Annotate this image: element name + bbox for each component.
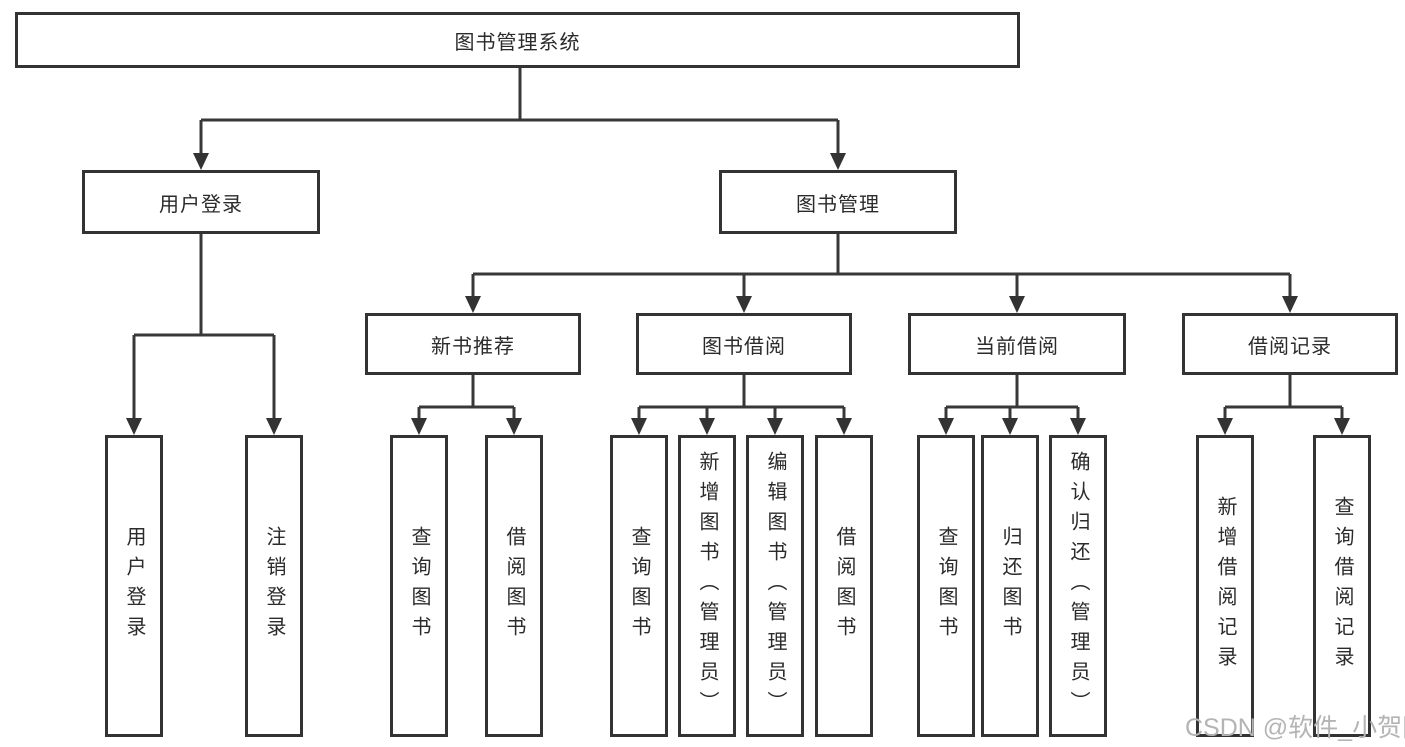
leaf-query-books-current: 查询图书 [917, 435, 975, 737]
node-library-management-system: 图书管理系统 [15, 12, 1020, 68]
arrow-down-icon [1070, 418, 1086, 435]
leaf-label: 借阅图书 [833, 526, 855, 646]
node-label: 新书推荐 [431, 335, 515, 358]
leaf-label: 查询图书 [408, 526, 430, 646]
leaf-label: 新增图书（管理员） [696, 451, 718, 721]
arrow-down-icon [938, 418, 954, 435]
leaf-label: 确认归还（管理员） [1067, 451, 1089, 721]
leaf-label: 用户登录 [123, 526, 145, 646]
arrow-down-icon [411, 418, 427, 435]
leaf-edit-book-admin: 编辑图书（管理员） [746, 435, 804, 737]
node-current-borrow: 当前借阅 [908, 313, 1126, 375]
arrowhead-icons [126, 153, 1350, 435]
leaf-query-borrow-record: 查询借阅记录 [1313, 435, 1371, 737]
leaf-borrow-books-recommend: 借阅图书 [485, 435, 543, 737]
node-book-management: 图书管理 [719, 170, 957, 234]
node-borrow-records: 借阅记录 [1182, 313, 1398, 375]
arrow-down-icon [830, 153, 846, 170]
arrow-down-icon [1282, 296, 1298, 313]
arrow-down-icon [736, 296, 752, 313]
node-label: 图书借阅 [702, 335, 786, 358]
node-book-borrow: 图书借阅 [636, 313, 852, 375]
arrow-down-icon [1009, 296, 1025, 313]
leaf-label: 编辑图书（管理员） [764, 451, 786, 721]
leaf-label: 借阅图书 [503, 526, 525, 646]
arrow-down-icon [465, 296, 481, 313]
node-label: 图书管理系统 [454, 31, 581, 54]
leaf-confirm-return-admin: 确认归还（管理员） [1049, 435, 1107, 737]
leaf-return-book: 归还图书 [981, 435, 1039, 737]
leaf-logout: 注销登录 [245, 435, 303, 737]
arrow-down-icon [1217, 418, 1233, 435]
leaf-query-books-recommend: 查询图书 [390, 435, 448, 737]
arrow-down-icon [631, 418, 647, 435]
arrow-down-icon [193, 153, 209, 170]
node-new-book-recommend: 新书推荐 [365, 313, 581, 375]
node-label: 图书管理 [796, 193, 880, 216]
leaf-label: 归还图书 [999, 526, 1021, 646]
leaf-add-borrow-record: 新增借阅记录 [1196, 435, 1254, 737]
leaf-label: 查询借阅记录 [1331, 496, 1353, 676]
leaf-add-book-admin: 新增图书（管理员） [678, 435, 736, 737]
arrow-down-icon [266, 418, 282, 435]
leaf-query-books-borrow: 查询图书 [610, 435, 668, 737]
leaf-label: 注销登录 [263, 526, 285, 646]
arrow-down-icon [699, 418, 715, 435]
csdn-watermark: CSDN @软件_小贺同学 [1185, 714, 1405, 742]
leaf-label: 新增借阅记录 [1214, 496, 1236, 676]
leaf-label: 查询图书 [628, 526, 650, 646]
arrow-down-icon [126, 418, 142, 435]
leaf-label: 查询图书 [935, 526, 957, 646]
arrow-down-icon [767, 418, 783, 435]
node-label: 借阅记录 [1248, 335, 1332, 358]
node-label: 当前借阅 [975, 335, 1059, 358]
arrow-down-icon [1334, 418, 1350, 435]
tree-connectors [132, 68, 1344, 419]
leaf-borrow-books: 借阅图书 [815, 435, 873, 737]
arrow-down-icon [1002, 418, 1018, 435]
node-user-login: 用户登录 [82, 170, 320, 234]
node-label: 用户登录 [159, 193, 243, 216]
leaf-user-login: 用户登录 [105, 435, 163, 737]
arrow-down-icon [836, 418, 852, 435]
arrow-down-icon [506, 418, 522, 435]
